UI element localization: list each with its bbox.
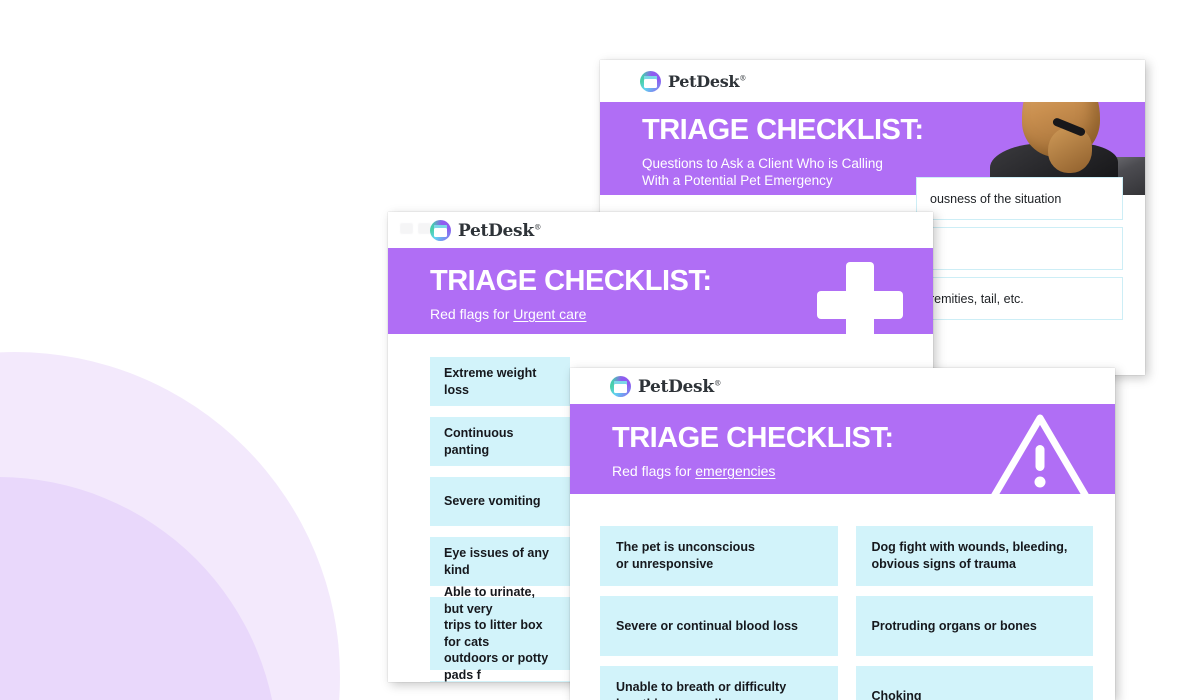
warning-triangle-icon — [989, 412, 1091, 494]
list-item-label: Extreme weight loss — [444, 366, 537, 397]
card-header-banner: TRIAGE CHECKLIST: Red flags for emergenc… — [570, 404, 1115, 494]
list-item-label: Dog fight with wounds, bleeding, obvious… — [871, 540, 1068, 571]
page-title: TRIAGE CHECKLIST: — [612, 422, 894, 454]
list-item-label: The pet is unconscious or unresponsive — [616, 540, 755, 571]
petdesk-circle-logo-icon — [610, 376, 631, 397]
trademark-symbol: ® — [533, 221, 542, 231]
list-item[interactable]: Unable to breath or difficulty breathing… — [600, 666, 838, 700]
trademark-symbol: ® — [713, 377, 722, 387]
petdesk-logo: PetDesk® — [640, 71, 746, 92]
list-item[interactable]: remities, tail, etc. — [916, 277, 1123, 320]
page-subtitle: Questions to Ask a Client Who is Calling… — [642, 156, 883, 189]
card-logo-bar: PetDesk® — [388, 212, 933, 248]
deco-circle-inner — [0, 477, 278, 700]
list-item-label: remities, tail, etc. — [930, 291, 1024, 306]
subtitle-prefix: Red flags for — [430, 306, 514, 322]
list-item[interactable]: Eye issues of any kind — [430, 537, 570, 586]
list-item-label: Severe or continual blood loss — [616, 618, 798, 633]
list-item[interactable]: Protruding organs or bones — [855, 596, 1093, 656]
trademark-symbol: ® — [739, 73, 747, 83]
page-title: TRIAGE CHECKLIST: — [430, 265, 712, 297]
petdesk-wordmark: PetDesk® — [458, 220, 542, 241]
list-item[interactable]: Severe or continual blood loss — [600, 596, 838, 656]
list-item[interactable]: Severe vomiting — [430, 477, 570, 526]
card-header-banner: TRIAGE CHECKLIST: Red flags for Urgent c… — [388, 248, 933, 334]
petdesk-logo: PetDesk® — [430, 220, 541, 241]
triage-checklist-emergencies-card[interactable]: PetDesk® TRIAGE CHECKLIST: Red flags for… — [570, 368, 1115, 700]
petdesk-circle-logo-icon — [430, 220, 451, 241]
list-item[interactable]: Able to urinate, but very trips to litte… — [430, 585, 570, 682]
page-subtitle: Red flags for emergencies — [612, 463, 775, 481]
card-logo-bar: PetDesk® — [570, 368, 1115, 404]
emergency-checklist: The pet is unconscious or unresponsive D… — [600, 526, 1093, 700]
petdesk-circle-logo-icon — [640, 71, 661, 92]
list-item-label: Eye issues of any kind — [444, 546, 549, 577]
list-item[interactable]: Choking — [855, 666, 1093, 700]
list-item[interactable]: ousness of the situation — [916, 177, 1123, 220]
page-subtitle: Red flags for Urgent care — [430, 306, 586, 324]
list-item-label: Able to urinate, but very trips to litte… — [444, 585, 549, 682]
urgent-care-checklist: Extreme weight loss Continuous panting S… — [430, 357, 570, 682]
ghost-logo-artifact — [400, 223, 431, 234]
questions-checklist: ousness of the situation remities, tail,… — [916, 177, 1123, 327]
petdesk-wordmark: PetDesk® — [638, 376, 722, 397]
list-item-label: ousness of the situation — [930, 191, 1062, 206]
list-item[interactable]: Extreme weight loss — [430, 357, 570, 406]
subtitle-link[interactable]: Urgent care — [513, 306, 587, 322]
petdesk-logo: PetDesk® — [610, 376, 721, 397]
list-item[interactable]: The pet is unconscious or unresponsive — [600, 526, 838, 586]
list-item-label: Continuous panting — [444, 426, 514, 457]
medical-cross-icon — [817, 262, 903, 334]
list-item-label: Severe vomiting — [444, 494, 541, 509]
list-item[interactable]: Continuous panting — [430, 417, 570, 466]
list-item-label: Unable to breath or difficulty breathing… — [616, 680, 787, 700]
deco-circle-outer — [0, 352, 340, 700]
subtitle-link[interactable]: emergencies — [695, 463, 776, 479]
list-item[interactable]: Dog fight with wounds, bleeding, obvious… — [855, 526, 1093, 586]
list-item[interactable] — [916, 227, 1123, 270]
list-item[interactable] — [430, 681, 570, 682]
list-item-label: Choking — [871, 688, 922, 700]
subtitle-prefix: Red flags for — [612, 463, 696, 479]
card-logo-bar: PetDesk® — [600, 60, 1145, 102]
page-title: TRIAGE CHECKLIST: — [642, 114, 924, 146]
petdesk-wordmark: PetDesk® — [668, 72, 747, 91]
list-item-label: Protruding organs or bones — [871, 618, 1037, 633]
